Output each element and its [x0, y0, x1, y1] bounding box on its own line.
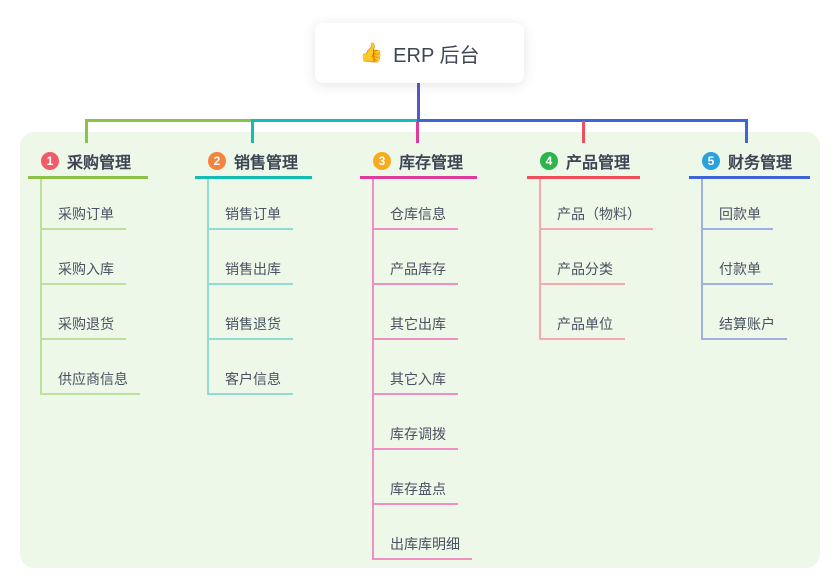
branch-sales: 2 销售管理 销售订单 销售出库 销售退货 客户信息: [195, 146, 312, 395]
branch-node-sales[interactable]: 2 销售管理: [195, 146, 312, 179]
child-label: 产品分类: [557, 261, 613, 277]
child-label: 销售订单: [225, 206, 281, 222]
child-label: 其它入库: [390, 371, 446, 387]
child-node[interactable]: 客户信息: [207, 340, 293, 395]
connector-drop-purchase: [85, 119, 88, 143]
child-label: 付款单: [719, 261, 761, 277]
branch-label: 销售管理: [234, 155, 299, 172]
child-label: 销售退货: [225, 316, 281, 332]
child-node[interactable]: 销售订单: [207, 179, 293, 230]
connector-horizontal-green: [85, 119, 253, 122]
child-label: 采购入库: [58, 261, 114, 277]
connector-horizontal-teal: [251, 119, 419, 122]
mindmap-panel-background: [20, 132, 820, 568]
child-label: 采购退货: [58, 316, 114, 332]
branch-children-sales: 销售订单 销售出库 销售退货 客户信息: [195, 179, 312, 395]
root-connector-line: [417, 83, 420, 120]
child-node[interactable]: 采购退货: [40, 285, 126, 340]
child-label: 销售出库: [225, 261, 281, 277]
branch-number-badge: 4: [540, 152, 558, 170]
branch-inventory: 3 库存管理 仓库信息 产品库存 其它出库 其它入库 库存调拨 库存盘点 出库库…: [360, 146, 477, 560]
branch-product: 4 产品管理 产品（物料） 产品分类 产品单位: [527, 146, 653, 340]
branch-number-badge: 2: [208, 152, 226, 170]
branch-children-purchase: 采购订单 采购入库 采购退货 供应商信息: [28, 179, 148, 395]
child-label: 回款单: [719, 206, 761, 222]
child-node[interactable]: 销售出库: [207, 230, 293, 285]
branch-children-inventory: 仓库信息 产品库存 其它出库 其它入库 库存调拨 库存盘点 出库库明细: [360, 179, 477, 560]
child-label: 库存调拨: [390, 426, 446, 442]
branch-node-purchase[interactable]: 1 采购管理: [28, 146, 148, 179]
child-node[interactable]: 产品（物料）: [539, 179, 653, 230]
child-label: 产品（物料）: [557, 206, 641, 222]
branch-children-product: 产品（物料） 产品分类 产品单位: [527, 179, 653, 340]
child-label: 产品单位: [557, 316, 613, 332]
child-label: 供应商信息: [58, 371, 128, 387]
child-node[interactable]: 产品分类: [539, 230, 625, 285]
root-node-label: ERP 后台: [393, 44, 480, 67]
child-node[interactable]: 结算账户: [701, 285, 787, 340]
child-node[interactable]: 回款单: [701, 179, 773, 230]
branch-number-badge: 5: [702, 152, 720, 170]
branch-children-finance: 回款单 付款单 结算账户: [689, 179, 810, 340]
connector-drop-finance: [745, 119, 748, 143]
child-node[interactable]: 库存盘点: [372, 450, 458, 505]
child-node[interactable]: 产品库存: [372, 230, 458, 285]
branch-number-badge: 1: [41, 152, 59, 170]
branch-node-finance[interactable]: 5 财务管理: [689, 146, 810, 179]
branch-purchase: 1 采购管理 采购订单 采购入库 采购退货 供应商信息: [28, 146, 148, 395]
child-node[interactable]: 供应商信息: [40, 340, 140, 395]
child-node[interactable]: 产品单位: [539, 285, 625, 340]
child-node[interactable]: 付款单: [701, 230, 773, 285]
branch-number-badge: 3: [373, 152, 391, 170]
child-node[interactable]: 采购订单: [40, 179, 126, 230]
root-node-erp[interactable]: 👍 ERP 后台: [315, 23, 524, 83]
connector-drop-sales: [251, 119, 254, 143]
connector-drop-inventory: [416, 122, 419, 143]
thumbs-up-icon: 👍: [359, 42, 384, 64]
branch-label: 财务管理: [728, 155, 793, 172]
connector-horizontal-blue: [417, 119, 748, 122]
child-label: 其它出库: [390, 316, 446, 332]
child-label: 出库库明细: [390, 536, 460, 552]
child-node[interactable]: 其它出库: [372, 285, 458, 340]
connector-drop-product: [582, 121, 585, 143]
child-label: 仓库信息: [390, 206, 446, 222]
child-node[interactable]: 仓库信息: [372, 179, 458, 230]
branch-node-product[interactable]: 4 产品管理: [527, 146, 640, 179]
branch-label: 产品管理: [566, 155, 631, 172]
child-node[interactable]: 其它入库: [372, 340, 458, 395]
branch-label: 库存管理: [399, 155, 464, 172]
child-label: 库存盘点: [390, 481, 446, 497]
branch-node-inventory[interactable]: 3 库存管理: [360, 146, 477, 179]
child-label: 采购订单: [58, 206, 114, 222]
child-label: 产品库存: [390, 261, 446, 277]
child-label: 结算账户: [719, 316, 775, 332]
child-node[interactable]: 库存调拨: [372, 395, 458, 450]
branch-finance: 5 财务管理 回款单 付款单 结算账户: [689, 146, 810, 340]
child-node[interactable]: 采购入库: [40, 230, 126, 285]
child-label: 客户信息: [225, 371, 281, 387]
branch-label: 采购管理: [67, 155, 132, 172]
child-node[interactable]: 出库库明细: [372, 505, 472, 560]
child-node[interactable]: 销售退货: [207, 285, 293, 340]
